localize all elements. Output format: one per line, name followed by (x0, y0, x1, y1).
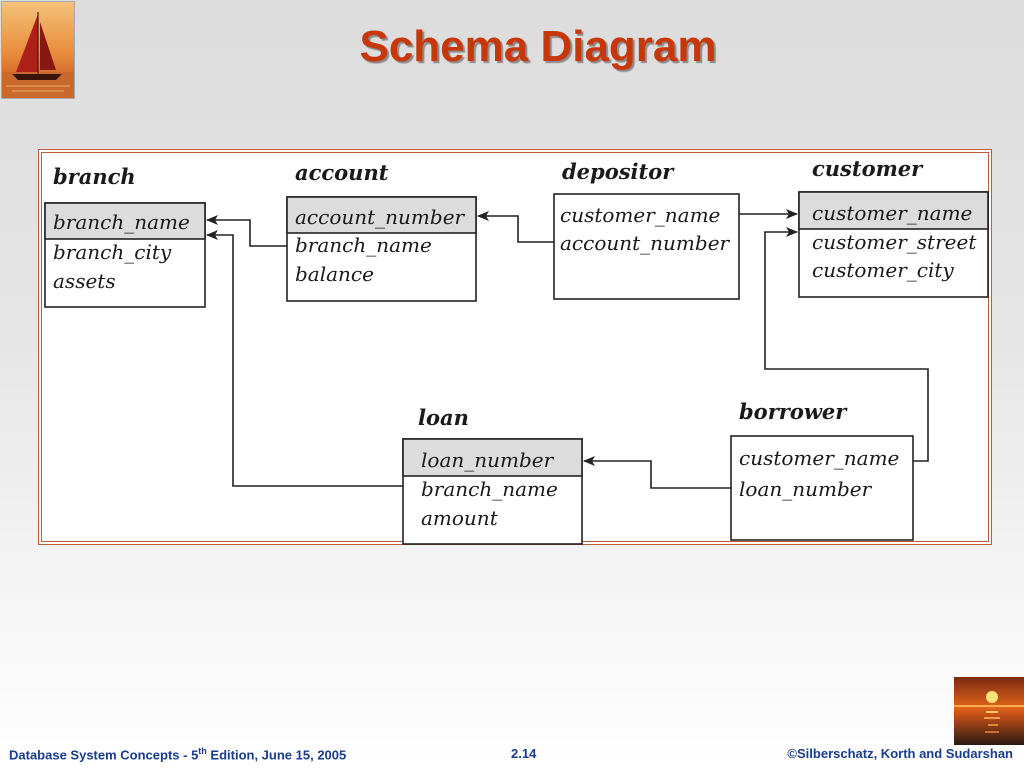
relation-borrower: borrower customer_name loan_number (730, 399, 914, 541)
attribute: account_number (560, 231, 731, 255)
arrow-account-branch-name-to-branch (206, 215, 287, 247)
relation-branch: branch branch_name branch_city assets (44, 164, 206, 308)
footer-page-number: 2.14 (511, 746, 537, 761)
relation-name: depositor (562, 159, 675, 184)
relation-depositor: depositor customer_name account_number (553, 159, 740, 300)
attribute: balance (295, 262, 374, 286)
relation-loan: loan loan_number branch_name amount (402, 405, 583, 545)
arrow-depositor-account-number-to-account (477, 211, 554, 243)
attribute: customer_street (812, 230, 977, 254)
arrow-loan-branch-name-to-branch (206, 230, 403, 487)
slide-title: Schema Diagram (359, 22, 717, 71)
relation-box (553, 193, 740, 300)
footer-title-suffix: Edition, June 15, 2005 (206, 747, 347, 763)
footer-title-prefix: Database System Concepts - 5 (9, 747, 199, 763)
sunset-logo (954, 677, 1024, 745)
attribute-primary-key: customer_name (812, 201, 972, 225)
attribute: customer_name (739, 446, 899, 470)
attribute-primary-key: account_number (295, 205, 466, 229)
attribute: amount (421, 506, 499, 530)
attribute: customer_name (560, 203, 720, 227)
footer-course-info: Database System Concepts - 5th Edition, … (9, 746, 346, 762)
relation-account: account account_number branch_name balan… (286, 160, 477, 302)
relation-name: customer (812, 156, 924, 181)
primary-key-cell (44, 202, 206, 240)
attribute: assets (53, 269, 116, 293)
schema-diagram-frame: branch branch_name branch_city assets ac… (38, 149, 992, 545)
attribute-primary-key: branch_name (53, 210, 190, 234)
footer-copyright: ©Silberschatz, Korth and Sudarshan (787, 746, 1013, 761)
relation-name: account (295, 160, 389, 185)
attribute: loan_number (739, 477, 873, 501)
primary-key-cell (286, 196, 477, 234)
relation-name: loan (418, 405, 469, 430)
attribute: customer_city (812, 258, 954, 282)
sailboat-logo (1, 1, 75, 99)
attribute: branch_city (53, 240, 172, 264)
relation-box (730, 435, 914, 541)
attribute: branch_name (421, 477, 558, 501)
arrow-borrower-loan-number-to-loan (583, 456, 731, 489)
relation-customer: customer customer_name customer_street c… (798, 156, 989, 298)
schema-diagram: branch branch_name branch_city assets ac… (44, 156, 989, 545)
attribute: branch_name (295, 233, 432, 257)
primary-key-cell (798, 191, 989, 230)
attribute-primary-key: loan_number (421, 448, 555, 472)
relation-name: borrower (739, 399, 848, 424)
relation-name: branch (53, 164, 136, 189)
arrow-borrower-customer-name-to-customer (764, 227, 929, 462)
primary-key-cell (402, 438, 583, 477)
footer-edition-suffix: th (198, 746, 207, 756)
